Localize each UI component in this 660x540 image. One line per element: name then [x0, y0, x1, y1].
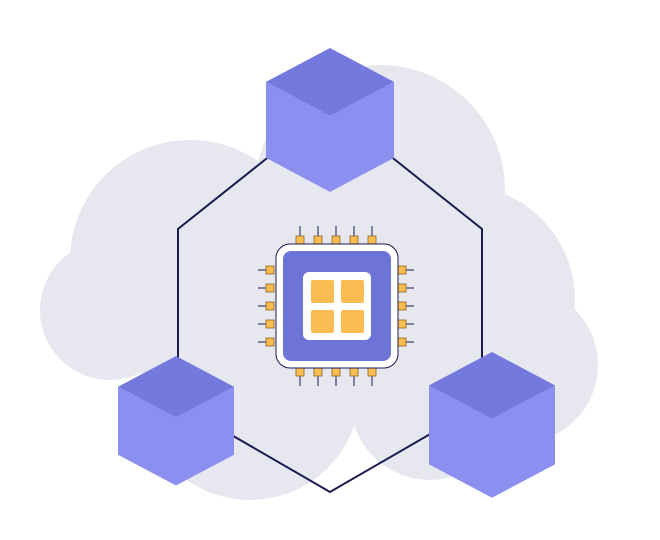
hexagon-network — [177, 106, 483, 494]
bottom-right-cube-icon — [429, 352, 555, 498]
bottom-left-cube-icon — [118, 356, 234, 486]
cpu-chip-icon — [258, 226, 414, 386]
top-cube-icon — [266, 48, 394, 192]
